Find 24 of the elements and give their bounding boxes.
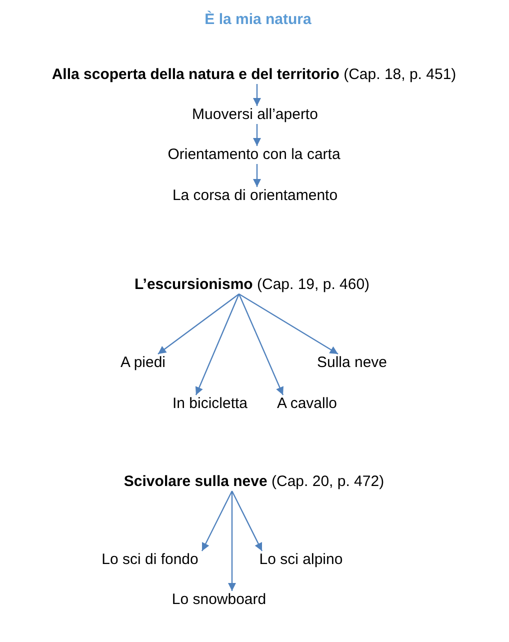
topic-text: Sulla neve (316, 354, 388, 372)
arrow (253, 84, 261, 106)
topic-text: Orientamento con la carta (168, 146, 340, 164)
topic-text: Lo sci di fondo (102, 551, 198, 569)
topic-text: In bicicletta (172, 395, 248, 413)
topic-text: Muoversi all’aperto (192, 106, 318, 124)
topic-text: Lo sci alpino (259, 551, 343, 569)
topic-text: La corsa di orientamento (172, 187, 338, 205)
arrow (158, 294, 240, 354)
arrow (238, 293, 338, 355)
arrow (231, 490, 263, 552)
arrow (228, 491, 236, 591)
topic-text: A piedi (120, 354, 166, 372)
diagram-title: È la mia natura (204, 10, 312, 30)
arrow (201, 490, 233, 552)
chapter-heading: L’escursionismo (Cap. 19, p. 460) (134, 276, 370, 294)
topic-text: A cavallo (276, 395, 338, 413)
chapter-heading: Alla scoperta della natura e del territorio (Cap. 18, p. 451) (52, 66, 456, 84)
arrow (253, 124, 261, 146)
arrow (238, 294, 284, 396)
arrow (195, 294, 240, 396)
chapter-heading: Scivolare sulla neve (Cap. 20, p. 472) (124, 473, 384, 491)
topic-text: Lo snowboard (172, 591, 266, 609)
arrow (253, 164, 261, 187)
